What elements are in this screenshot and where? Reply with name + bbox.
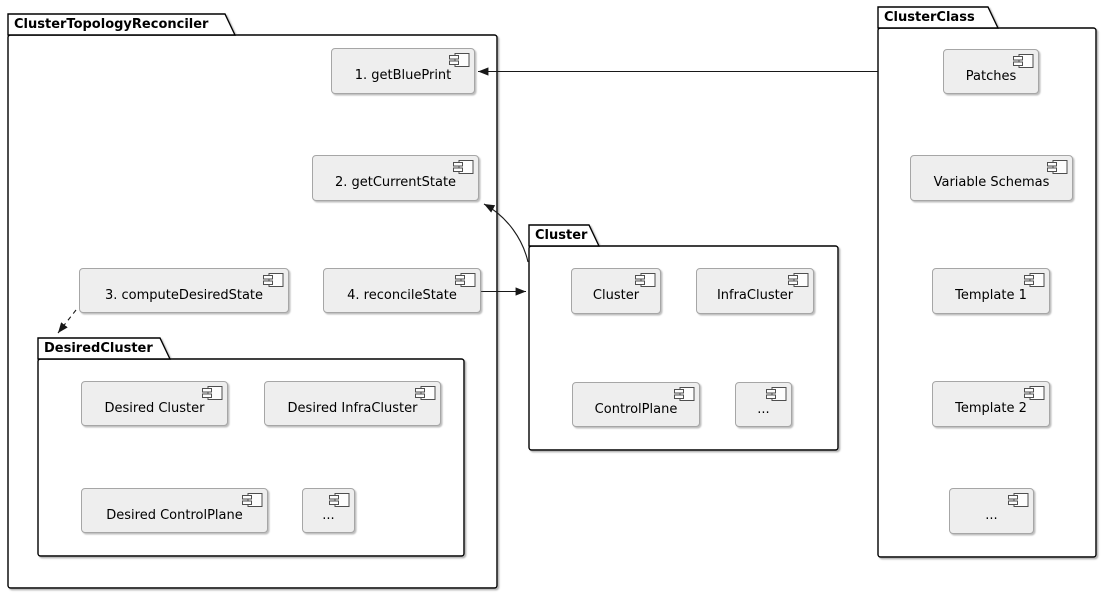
component-variable-schemas: Variable Schemas bbox=[910, 155, 1073, 201]
component-get-current-state: 2. getCurrentState bbox=[312, 155, 479, 201]
component-icon bbox=[415, 386, 436, 400]
component-label: 1. getBluePrint bbox=[354, 68, 452, 83]
package-label-cluster-topology-reconciler: ClusterTopologyReconciler bbox=[14, 17, 209, 32]
edge-cluster-to-get-current-state bbox=[483, 203, 529, 263]
component-cluster-class-more: ... bbox=[949, 488, 1034, 534]
component-infra-cluster: InfraCluster bbox=[696, 268, 814, 314]
component-icon bbox=[263, 273, 284, 287]
component-icon bbox=[1024, 386, 1045, 400]
component-label: 4. reconcileState bbox=[347, 287, 457, 303]
component-desired-cluster: Desired Cluster bbox=[81, 381, 228, 426]
component-icon bbox=[674, 387, 695, 401]
component-reconcile-state: 4. reconcileState bbox=[323, 268, 481, 313]
component-icon bbox=[455, 273, 476, 287]
component-label: ... bbox=[985, 508, 998, 523]
component-label: Desired InfraCluster bbox=[287, 400, 418, 416]
component-icon bbox=[453, 160, 474, 174]
component-icon bbox=[766, 387, 787, 401]
component-icon bbox=[329, 493, 350, 507]
component-label: Desired Cluster bbox=[104, 400, 205, 416]
component-label: Cluster bbox=[592, 288, 640, 303]
component-icon bbox=[1008, 493, 1029, 507]
component-icon bbox=[202, 386, 223, 400]
component-compute-desired-state: 3. computeDesiredState bbox=[79, 268, 289, 313]
component-template-2: Template 2 bbox=[932, 381, 1050, 427]
component-label: Variable Schemas bbox=[933, 175, 1050, 190]
component-label: 3. computeDesiredState bbox=[105, 287, 263, 303]
component-desired-more: ... bbox=[302, 488, 355, 533]
component-label: ... bbox=[322, 507, 335, 523]
component-icon bbox=[449, 53, 470, 67]
component-icon bbox=[788, 273, 809, 287]
component-cluster-more: ... bbox=[735, 382, 792, 427]
component-cluster: Cluster bbox=[571, 268, 661, 314]
component-get-blueprint: 1. getBluePrint bbox=[331, 48, 475, 94]
component-template-1: Template 1 bbox=[932, 268, 1050, 314]
component-label: Desired ControlPlane bbox=[106, 507, 243, 523]
package-label-cluster: Cluster bbox=[535, 228, 588, 243]
component-label: Template 2 bbox=[955, 401, 1027, 416]
component-icon bbox=[1013, 54, 1034, 68]
component-label: ControlPlane bbox=[594, 401, 678, 417]
component-icon bbox=[1024, 273, 1045, 287]
component-patches: Patches bbox=[943, 49, 1039, 94]
component-control-plane: ControlPlane bbox=[572, 382, 700, 427]
component-label: InfraCluster bbox=[716, 288, 794, 303]
component-label: Template 1 bbox=[955, 288, 1027, 303]
component-desired-infra-cluster: Desired InfraCluster bbox=[264, 381, 441, 426]
component-label: Patches bbox=[965, 68, 1017, 84]
component-icon bbox=[242, 493, 263, 507]
component-label: 2. getCurrentState bbox=[334, 175, 457, 190]
component-icon bbox=[635, 273, 656, 287]
package-label-cluster-class: ClusterClass bbox=[884, 10, 975, 25]
component-desired-control-plane: Desired ControlPlane bbox=[81, 488, 268, 533]
component-icon bbox=[1047, 160, 1068, 174]
component-label: ... bbox=[757, 401, 770, 417]
package-label-desired-cluster: DesiredCluster bbox=[44, 341, 153, 356]
